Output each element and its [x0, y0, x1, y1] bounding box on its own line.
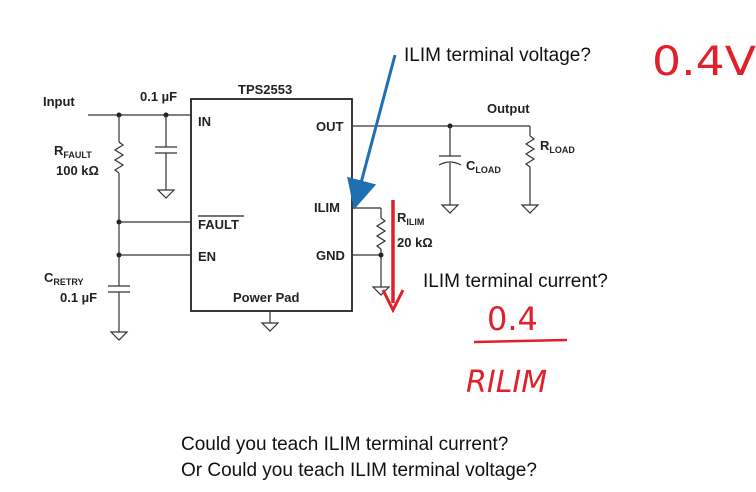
input-label: Input	[43, 94, 75, 109]
handwritten-denominator: RILIM	[466, 365, 547, 400]
rfault-label: RFAULT	[54, 143, 92, 160]
rload-label: RLOAD	[540, 138, 575, 155]
ic-name: TPS2553	[238, 82, 292, 97]
cload-label: CLOAD	[466, 158, 501, 175]
ground-symbol-cload	[440, 204, 460, 214]
rilim-label: RILIM	[397, 210, 424, 227]
rload-resistor	[524, 135, 536, 168]
voltage-question-arrow	[347, 54, 397, 210]
rilim-resistor	[375, 217, 387, 250]
pin-fault: FAULT	[198, 217, 239, 232]
power-pad-label: Power Pad	[233, 290, 300, 305]
ground-symbol-cin	[156, 189, 176, 199]
handwritten-numerator: 0.4	[487, 300, 538, 338]
current-arrow-head	[381, 289, 405, 314]
pin-out: OUT	[316, 119, 344, 134]
cretry-label: CRETRY	[44, 270, 84, 287]
rfault-resistor	[113, 141, 125, 174]
ground-symbol-rload	[520, 204, 540, 214]
current-question: ILIM terminal current?	[423, 271, 608, 292]
ground-symbol-cretry	[109, 331, 129, 341]
cretry-value: 0.1 µF	[60, 290, 97, 305]
handwritten-voltage: 0.4V	[652, 39, 756, 85]
question-line-1: Could you teach ILIM terminal current?	[181, 434, 508, 455]
rilim-value: 20 kΩ	[397, 235, 433, 250]
pin-in: IN	[198, 114, 211, 129]
cin-value: 0.1 µF	[140, 89, 177, 104]
ground-symbol-rilim	[371, 286, 391, 296]
question-line-2: Or Could you teach ILIM terminal voltage…	[181, 460, 537, 481]
voltage-question: ILIM terminal voltage?	[404, 45, 591, 66]
ground-symbol-pad	[260, 322, 280, 332]
pin-en: EN	[198, 249, 216, 264]
handwritten-fraction-bar	[473, 338, 568, 344]
output-label: Output	[487, 101, 530, 116]
pin-gnd: GND	[316, 248, 345, 263]
ic-body	[190, 98, 353, 312]
pin-ilim: ILIM	[314, 200, 340, 215]
rfault-value: 100 kΩ	[56, 163, 99, 178]
